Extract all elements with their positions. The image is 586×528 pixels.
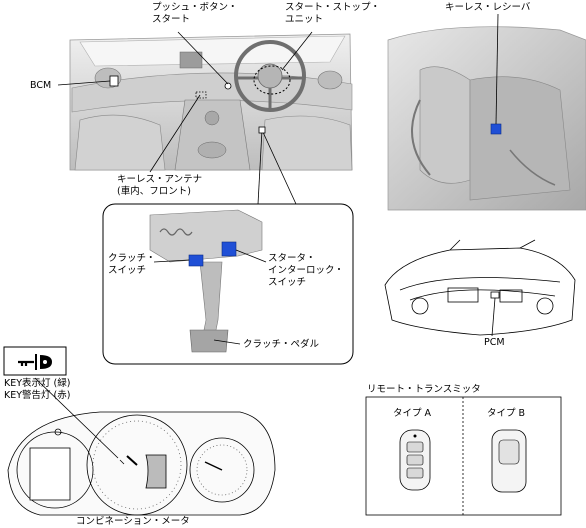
push-button-start-label-line2: スタート xyxy=(152,14,191,25)
starter-interlock-switch-label: スタータ・ xyxy=(268,253,316,264)
key-warning-icon xyxy=(3,346,67,376)
keyless-antenna-label-line2: (車内、フロント) xyxy=(117,186,191,197)
pcm-label: PCM xyxy=(484,337,505,348)
combination-meter-label: コンビネーション・メータ xyxy=(76,516,190,527)
clutch-switch-label-line2: スイッチ xyxy=(108,265,147,276)
keyless-receiver-label: キーレス・レシーバ xyxy=(445,2,531,13)
engine-bay-illustration xyxy=(384,239,576,337)
start-stop-unit-label-line2: ユニット xyxy=(285,14,324,25)
interior-dashboard-illustration xyxy=(69,33,353,171)
key-indicator-green-label: KEY表示灯 (緑) xyxy=(4,378,71,389)
starter-interlock-switch-label-line2: インターロック・ xyxy=(268,265,344,276)
type-b-label: タイプ B xyxy=(487,408,526,419)
remote-transmitter-box xyxy=(365,396,562,516)
push-button-start-label: プッシュ・ボタン・ xyxy=(152,2,238,13)
keyless-receiver-illustration xyxy=(387,13,586,211)
remote-transmitter-label: リモート・トランスミッタ xyxy=(367,384,481,395)
keyless-antenna-label: キーレス・アンテナ xyxy=(117,174,203,185)
start-stop-unit-label: スタート・ストップ・ xyxy=(285,2,381,13)
interior-leader-lines xyxy=(57,31,313,205)
clutch-switch-label: クラッチ・ xyxy=(108,253,156,264)
bcm-label: BCM xyxy=(30,80,52,91)
combination-meter-illustration xyxy=(7,377,276,516)
key-warning-red-label: KEY警告灯 (赤) xyxy=(4,390,71,401)
clutch-pedal-panel xyxy=(102,203,354,365)
starter-interlock-switch-label-line3: スイッチ xyxy=(268,277,307,288)
clutch-pedal-label: クラッチ・ペダル xyxy=(243,339,320,350)
type-a-label: タイプ A xyxy=(393,408,432,419)
